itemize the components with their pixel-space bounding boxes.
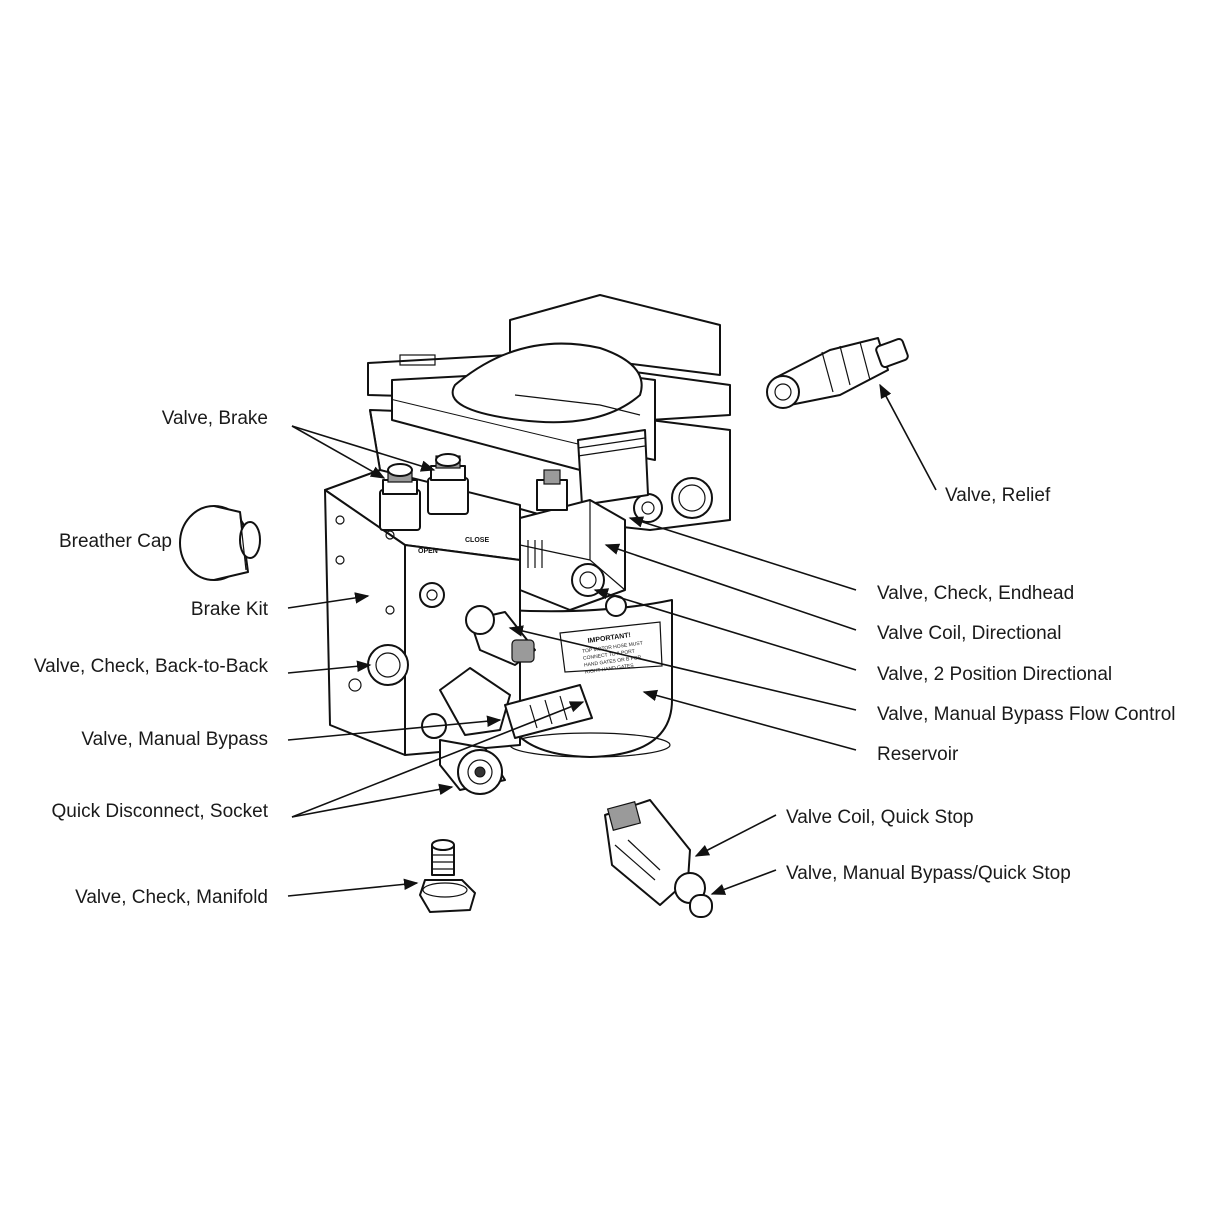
label-valve-check-manifold: Valve, Check, Manifold xyxy=(75,887,268,908)
directional-valve xyxy=(519,469,627,617)
brake-kit-block xyxy=(324,469,521,756)
label-valve-relief: Valve, Relief xyxy=(945,485,1051,506)
leader-lines xyxy=(287,383,937,897)
label-brake-kit: Brake Kit xyxy=(191,599,269,620)
label-valve-2-position-directional: Valve, 2 Position Directional xyxy=(877,664,1112,685)
check-valve-back-to-back xyxy=(367,644,409,686)
relief-valve-part xyxy=(766,337,909,409)
quick-stop-valve-part xyxy=(604,799,713,918)
label-valve-manual-bypass-quick-stop: Valve, Manual Bypass/Quick Stop xyxy=(786,863,1071,884)
label-reservoir: Reservoir xyxy=(877,744,959,765)
callout-labels: Valve, Brake Breather Cap Brake Kit Valv… xyxy=(34,408,1176,908)
close-label: CLOSE xyxy=(465,537,489,544)
label-valve-manual-bypass: Valve, Manual Bypass xyxy=(81,729,268,750)
brake-valve-left xyxy=(379,463,421,531)
label-valve-coil-directional: Valve Coil, Directional xyxy=(877,623,1061,644)
manual-bypass-flow-control-valve xyxy=(465,605,536,666)
label-quick-disconnect-socket: Quick Disconnect, Socket xyxy=(52,801,269,822)
manifold-check-valve-part xyxy=(419,839,476,913)
brake-valve-right xyxy=(427,453,469,515)
label-valve-check-back-to-back: Valve, Check, Back-to-Back xyxy=(34,656,269,677)
label-valve-check-endhead: Valve, Check, Endhead xyxy=(877,583,1074,604)
label-valve-coil-quick-stop: Valve Coil, Quick Stop xyxy=(786,807,974,828)
label-valve-brake: Valve, Brake xyxy=(162,408,268,429)
label-breather-cap: Breather Cap xyxy=(59,531,172,552)
power-unit-assembly: IMPORTANT! TOP MOTOR HOSE MUST CONNECT T… xyxy=(324,294,731,795)
mounting-bracket xyxy=(367,294,731,506)
label-valve-manual-bypass-flow-control: Valve, Manual Bypass Flow Control xyxy=(877,704,1176,725)
open-label: OPEN xyxy=(418,548,438,555)
breather-cap-part xyxy=(179,505,261,581)
